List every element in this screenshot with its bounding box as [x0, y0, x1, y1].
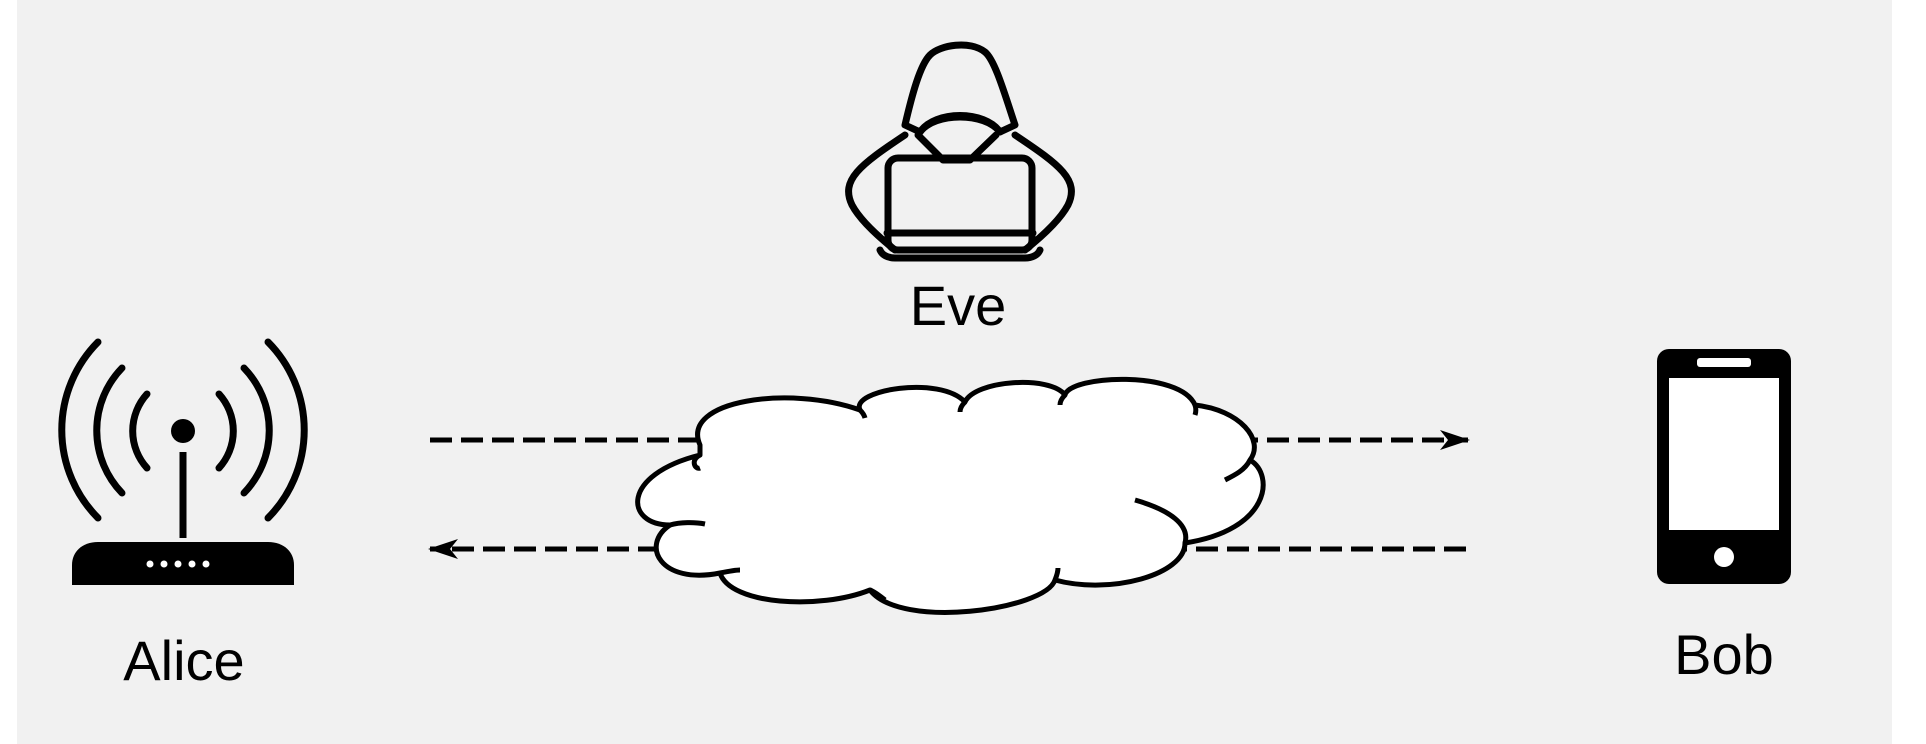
- smartphone-icon: [1657, 349, 1791, 584]
- background-panel: [17, 0, 1892, 744]
- diagram-background: [17, 0, 1892, 744]
- cloud-icon: [635, 376, 1266, 615]
- bob-label: Bob: [1674, 623, 1774, 686]
- eve-label: Eve: [909, 274, 1007, 337]
- wifi-router-icon: [58, 338, 308, 585]
- hooded-hacker-laptop-icon: [845, 41, 1075, 262]
- alice-label: Alice: [123, 629, 245, 692]
